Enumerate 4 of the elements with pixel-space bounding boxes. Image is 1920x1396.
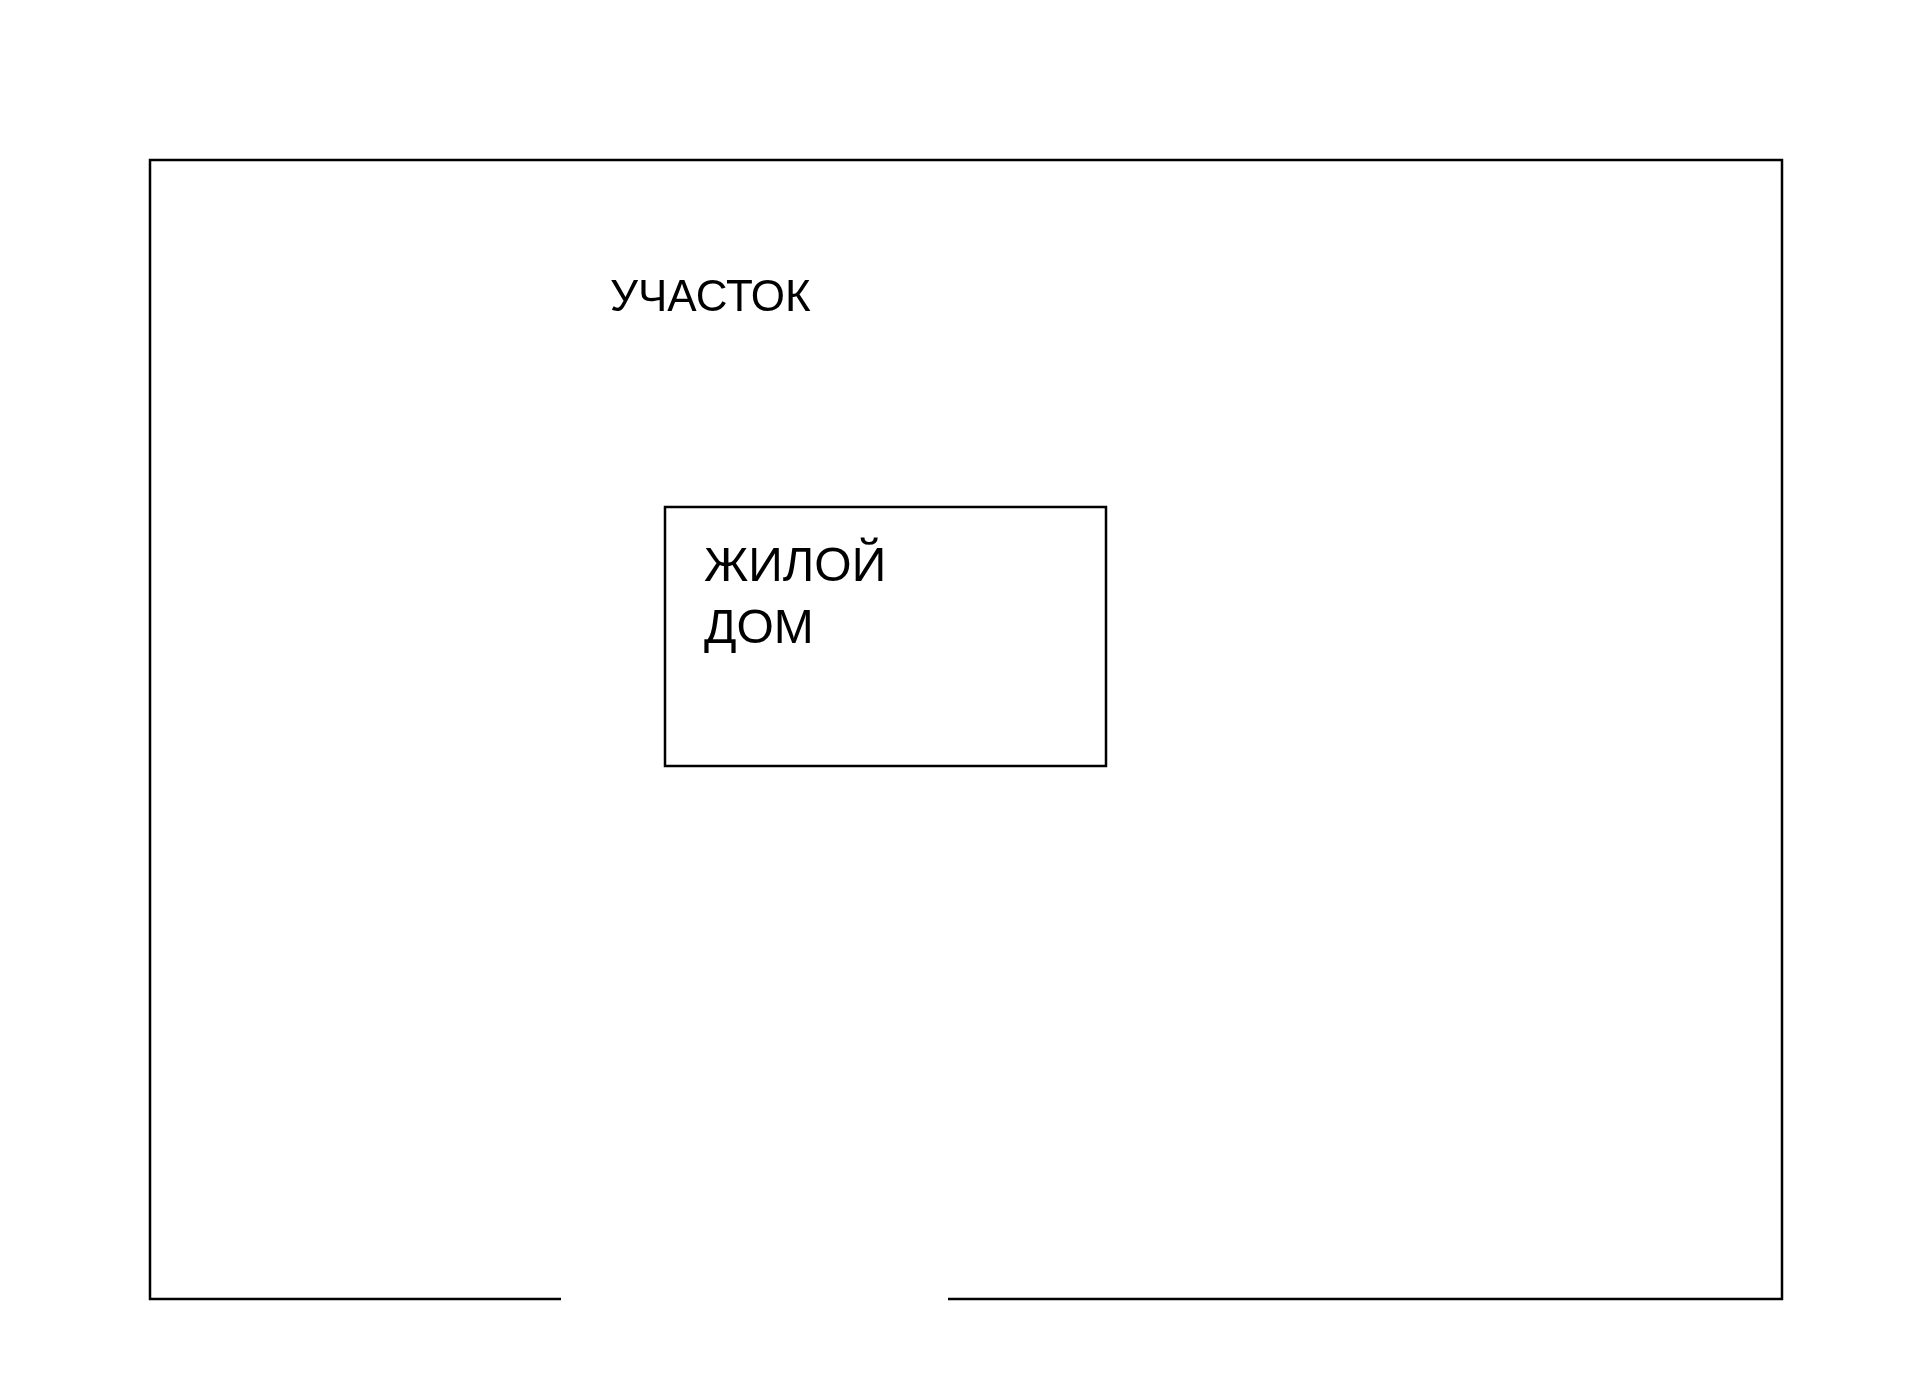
house-label: ЖИЛОЙ ДОМ (704, 536, 888, 656)
plot-boundary (149, 159, 1783, 1300)
plot-label: УЧАСТОК (610, 270, 811, 322)
house-box (664, 506, 1107, 767)
